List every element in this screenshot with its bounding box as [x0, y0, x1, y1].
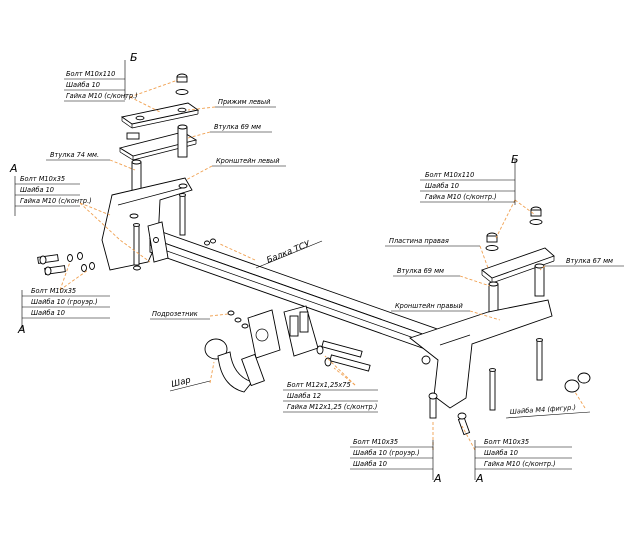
section-markers: Б А А Б А А [9, 51, 519, 485]
a3-line3: Шайба 10 [353, 460, 387, 468]
left-sleeve-69 [177, 126, 188, 158]
shaiba-m4-label: Шайба М4 (фигур.) [510, 403, 577, 416]
vtulka-69-left-label: Втулка 69 мм [214, 123, 261, 131]
callouts: Болт М10х110 Шайба 10 Гайка М10 (с/контр… [15, 70, 624, 470]
left-clamp-plate [120, 102, 200, 125]
prizhim-left-label: Прижим левый [218, 98, 271, 106]
a4-line3: Гайка М10 (с/контр.) [484, 460, 556, 468]
vtulka-67-label: Втулка 67 мм [566, 257, 613, 265]
podrozetnik-label: Подрозетник [152, 310, 198, 318]
section-b-right-label: Б [511, 153, 519, 166]
right-bolt-stack [409, 206, 591, 436]
leader-lines [59, 79, 586, 451]
a2-line1: Болт М10х35 [31, 287, 76, 295]
b2-line2: Шайба 10 [425, 182, 459, 190]
kronshtein-left-label: Кронштейн левый [216, 157, 280, 165]
vtulka-74-label: Втулка 74 мм. [50, 151, 99, 159]
right-bracket [409, 299, 553, 409]
b1-line3: Гайка М10 (с/контр.) [66, 92, 138, 100]
socket-plate [247, 309, 281, 359]
m12-line2: Шайба 12 [287, 392, 321, 400]
a2-line3: Шайба 10 [31, 309, 65, 317]
left-side-bolts [37, 252, 95, 276]
a3-line1: Болт М10х35 [353, 438, 398, 446]
section-a-left-bottom-label: А [17, 323, 26, 336]
b2-line3: Гайка М10 (с/контр.) [425, 193, 497, 201]
right-sleeve-67 [534, 265, 545, 297]
a4-line1: Болт М10х35 [484, 438, 529, 446]
a1-line2: Шайба 10 [20, 186, 54, 194]
m12-line3: Гайка М12х1,25 (с/контр.) [287, 403, 377, 411]
m12-line1: Болт М12х1,25х75 [287, 381, 351, 389]
a1-line1: Болт М10х35 [20, 175, 65, 183]
section-a-bottom-right-label: А [475, 472, 484, 485]
a2-line2: Шайба 10 (гроуэр.) [31, 298, 98, 306]
hitch-ball-assembly [204, 305, 371, 393]
section-a-bottom-mid-label: А [433, 472, 442, 485]
b2-line1: Болт М10х110 [425, 171, 474, 179]
a1-line3: Гайка М10 (с/контр.) [20, 197, 92, 205]
plastina-right-label: Пластина правая [389, 237, 449, 245]
section-b-left-label: Б [130, 51, 138, 64]
a4-line2: Шайба 10 [484, 449, 518, 457]
vtulka-69-right-label: Втулка 69 мм [397, 267, 444, 275]
right-sleeve-69 [488, 283, 499, 313]
kronshtein-right-label: Кронштейн правый [395, 302, 463, 310]
section-a-left-top-label: А [9, 162, 18, 175]
b1-line1: Болт М10х110 [66, 70, 115, 78]
left-bolt-stack [101, 73, 200, 271]
a3-line2: Шайба 10 (гроуэр.) [353, 449, 420, 457]
balka-label: Балка ТСУ [265, 239, 312, 266]
ball [204, 338, 228, 360]
shar-label: Шар [170, 375, 192, 389]
b1-line2: Шайба 10 [66, 81, 100, 89]
